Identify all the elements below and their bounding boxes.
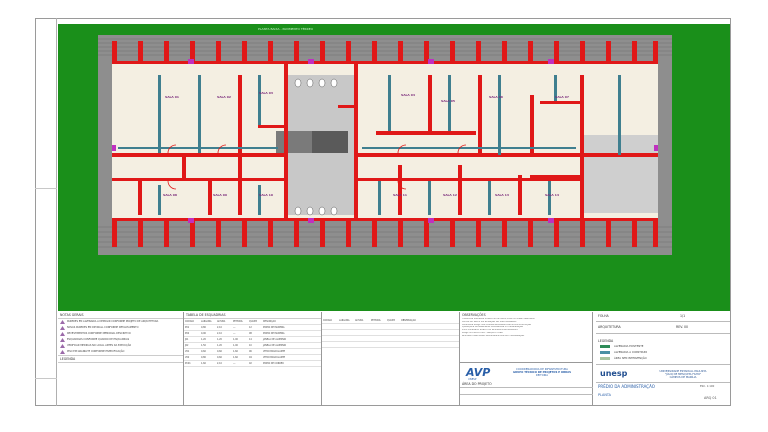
legend-swatch — [600, 345, 610, 348]
floor-plan-svg — [98, 35, 672, 255]
room-label: SALA 02 — [217, 95, 231, 99]
warning-icon — [60, 350, 65, 354]
observation-line: TODAS AS MEDIDAS ESTÃO EM METROS, EXCETO… — [462, 318, 535, 320]
table-row — [322, 324, 459, 330]
note-item: ESQUADRIAS CONFORME QUADRO DE ESQUADRIAS — [58, 337, 183, 343]
table-row — [322, 342, 459, 348]
observation-line: QUALQUER DIVERGÊNCIA COMUNICAR À FISCALI… — [462, 326, 524, 329]
title-block-left — [460, 362, 593, 407]
legend-label: ALVENARIA A CONSTRUIR — [614, 351, 648, 354]
divider — [460, 387, 593, 388]
room-label: SALA 11 — [393, 193, 407, 197]
drawing-top-label: PLANTA BAIXA - PAVIMENTO TÉRREO — [258, 27, 313, 31]
note-item: PAREDES EM ALVENARIA A DEMOLIR CONFORME … — [58, 319, 183, 325]
note-item: VERIFICAR MEDIDAS NO LOCAL ANTES DA EXEC… — [58, 343, 183, 349]
legend-swatch — [600, 357, 610, 360]
legend-header: LEGENDA — [58, 355, 183, 363]
room-label: SALA 09 — [213, 193, 227, 197]
university-name: UNIVERSIDADE ESTADUAL PAULISTA "JÚLIO DE… — [659, 370, 707, 380]
room-label: SALA 14 — [545, 193, 559, 197]
project-area-label: ÁREA DO PROJETO — [462, 382, 492, 386]
organization-logo: AVP — [466, 366, 491, 379]
room-label: SALA 06 — [489, 95, 503, 99]
observations-panel: OBSERVAÇÕES TODAS AS MEDIDAS ESTÃO EM ME… — [460, 312, 593, 406]
organization-text: COORDENADORIA DE INFRAESTRUTURA GRUPO TÉ… — [513, 368, 571, 378]
warning-icon — [60, 338, 65, 342]
notes-header: NOTAS GERAIS — [58, 312, 183, 319]
sheet-code: ARQ 01 — [704, 396, 717, 400]
sheet-border — [35, 18, 731, 406]
scale-label: ESC. 1:100 — [700, 385, 715, 388]
divider — [460, 394, 593, 395]
observations-header: OBSERVAÇÕES — [462, 313, 486, 317]
logo-subtitle: UNESP — [468, 378, 477, 381]
room-label: SALA 08 — [163, 193, 177, 197]
observation-line: COTAS DE NÍVEL EM RELAÇÃO AO PISO ACABAD… — [462, 320, 517, 323]
note-item: PISO EM GRANILITE CONFORME ESPECIFICAÇÃO — [58, 349, 183, 355]
divider — [596, 333, 730, 334]
university-logo: unesp — [600, 369, 628, 378]
room-label: SALA 12 — [443, 193, 457, 197]
drawing-title: PRÉDIO DA ADMINISTRAÇÃO — [598, 384, 655, 389]
notes-panel: NOTAS GERAIS PAREDES EM ALVENARIA A DEMO… — [58, 312, 184, 406]
room-label: SALA 07 — [555, 95, 569, 99]
secondary-table: CÓDIGO LARGURA ALTURA PEITORIL QUANT. OB… — [322, 312, 460, 406]
drawing-subtitle: PLANTA — [598, 393, 611, 397]
table-row — [322, 336, 459, 342]
observation-line: PROJETO EXECUTIVO - ARQUITETURA — [462, 331, 503, 334]
note-item: NOVAS PAREDES EM DRYWALL CONFORME DETALH… — [58, 325, 183, 331]
table-header-row: CÓDIGO LARGURA ALTURA PEITORIL QUANT. OB… — [322, 318, 459, 324]
room-label: SALA 05 — [441, 99, 455, 103]
observation-line: ESTE DESENHO SUBSTITUI REVISÕES ANTERIOR… — [462, 329, 518, 332]
table-header-row: CÓDIGO LARGURA ALTURA PEITORIL QUANT. DE… — [184, 319, 321, 325]
sheet-label: FOLHA — [598, 314, 609, 318]
warning-icon — [60, 320, 65, 324]
table-row — [322, 330, 459, 336]
legend-label: ALVENARIA EXISTENTE — [614, 345, 644, 348]
legend-swatch — [600, 351, 610, 354]
note-item: REVESTIMENTOS CONFORME MEMORIAL DESCRITI… — [58, 331, 183, 337]
warning-icon — [60, 326, 65, 330]
room-label: SALA 10 — [259, 193, 273, 197]
divider — [596, 364, 730, 365]
legend-label: ÁREA SEM INTERVENÇÃO — [614, 357, 647, 360]
legend-title: LEGENDA — [598, 339, 614, 343]
door-window-table: TABELA DE ESQUADRIAS CÓDIGO LARGURA ALTU… — [184, 312, 322, 406]
discipline-label: ARQUITETURA — [598, 325, 621, 329]
binding-strip — [35, 18, 57, 406]
room-label: SALA 03 — [259, 91, 273, 95]
observation-line: CONFERIR PROJETOS COMPLEMENTARES ANTES D… — [462, 323, 532, 326]
room-label: SALA 04 — [401, 93, 415, 97]
floor-plan[interactable] — [98, 35, 672, 255]
room-label: SALA 01 — [165, 95, 179, 99]
room-label: SALA 13 — [495, 193, 509, 197]
table-title: TABELA DE ESQUADRIAS — [184, 312, 321, 319]
warning-icon — [60, 344, 65, 348]
observation-line: REVISÃO CONFORME APONTAMENTOS DA FISCALI… — [462, 334, 525, 337]
revision-value: REV. 00 — [676, 325, 689, 329]
divider — [596, 321, 730, 322]
sheet-value: 1/1 — [680, 314, 686, 318]
warning-icon — [60, 332, 65, 336]
divider — [596, 382, 730, 383]
